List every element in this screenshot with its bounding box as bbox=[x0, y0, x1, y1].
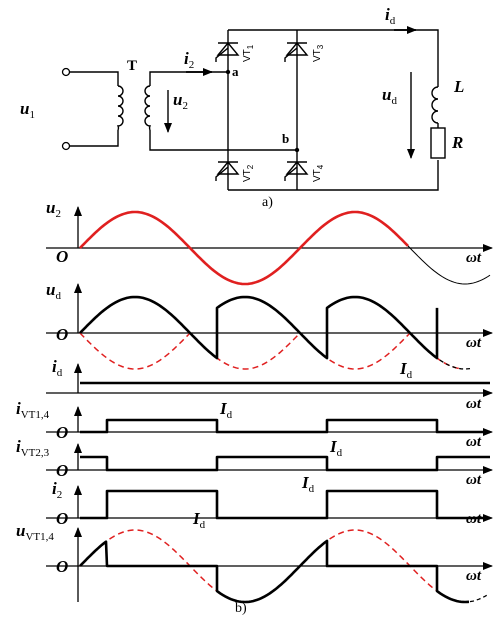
inductor-label: L bbox=[453, 77, 464, 96]
ud-wave-tail bbox=[439, 359, 471, 370]
label-uvt14: uVT1,4 bbox=[16, 521, 54, 543]
vt1-label: VT1 bbox=[242, 44, 255, 62]
terminal-bottom bbox=[61, 141, 71, 151]
label-id: id bbox=[52, 357, 63, 379]
origin-ivt23: O bbox=[56, 461, 68, 480]
Id-label-id: Id bbox=[399, 359, 413, 381]
vt2-label: VT2 bbox=[242, 164, 255, 182]
vt3-label: VT3 bbox=[312, 44, 325, 62]
u1-label: u1 bbox=[20, 99, 35, 121]
Id-label-ivt14: Id bbox=[219, 399, 233, 421]
wt-i2: ωt bbox=[466, 511, 482, 527]
uvt14-tail bbox=[469, 593, 489, 603]
i2-wave bbox=[80, 489, 490, 520]
caption-a: a) bbox=[262, 195, 273, 210]
label-ivt23: iVT2,3 bbox=[16, 437, 50, 459]
wt-id: ωt bbox=[466, 396, 482, 412]
thyristor-vt2 bbox=[215, 160, 240, 181]
u2-label: u2 bbox=[173, 90, 188, 112]
wt-uvt14: ωt bbox=[466, 568, 482, 584]
id-label: id bbox=[385, 5, 396, 27]
primary-winding bbox=[116, 85, 124, 131]
Id-label-i2-top: Id bbox=[301, 473, 315, 495]
ud-wave bbox=[79, 295, 439, 360]
label-u2: u2 bbox=[46, 198, 61, 220]
label-ud: ud bbox=[46, 280, 61, 302]
origin-ud: O bbox=[56, 325, 68, 344]
inductor-coil bbox=[431, 86, 439, 124]
resistor-body bbox=[430, 127, 446, 159]
node-b-label: b bbox=[282, 131, 289, 146]
Id-label-i2-bottom: Id bbox=[192, 509, 206, 531]
transformer-label: T bbox=[127, 58, 137, 74]
u2-wave-tail bbox=[407, 245, 491, 285]
secondary-winding bbox=[144, 85, 152, 131]
origin-i2: O bbox=[56, 509, 68, 528]
origin-u2: O bbox=[56, 247, 68, 266]
caption-b: b) bbox=[235, 601, 247, 616]
node-a-label: a bbox=[232, 64, 239, 79]
origin-uvt14: O bbox=[56, 557, 68, 576]
node-a-dot bbox=[225, 69, 231, 75]
thyristor-vt1 bbox=[215, 41, 240, 62]
waveform-panels: u2 ud id iVT1,4 iVT2,3 i2 uVT1,4 O O O O… bbox=[16, 198, 493, 616]
label-ivt14: iVT1,4 bbox=[16, 399, 50, 421]
neg-u2-dashed bbox=[79, 331, 461, 370]
resistor-label: R bbox=[451, 133, 463, 152]
thyristor-vt4 bbox=[284, 160, 309, 181]
origin-ivt14: O bbox=[56, 423, 68, 442]
ivt14-pulses bbox=[80, 418, 490, 434]
ivt23-pulses bbox=[80, 455, 490, 472]
wt-ivt23: ωt bbox=[466, 472, 482, 488]
i2-label: i2 bbox=[184, 49, 194, 71]
wt-ud: ωt bbox=[466, 335, 482, 351]
circuit-diagram: u1 T i2 u2 a b id ud L R VT1 VT3 VT2 VT4… bbox=[20, 5, 464, 210]
wt-ivt14: ωt bbox=[466, 434, 482, 450]
uvt14-wave bbox=[79, 539, 470, 604]
Id-label-ivt23: Id bbox=[329, 437, 343, 459]
thyristor-vt3 bbox=[284, 41, 309, 62]
ud-label: ud bbox=[382, 85, 397, 107]
vt4-label: VT4 bbox=[312, 164, 325, 182]
terminal-top bbox=[61, 67, 71, 77]
label-i2: i2 bbox=[52, 479, 62, 501]
u2-wave bbox=[79, 210, 409, 286]
wt-u2: ωt bbox=[466, 250, 482, 266]
